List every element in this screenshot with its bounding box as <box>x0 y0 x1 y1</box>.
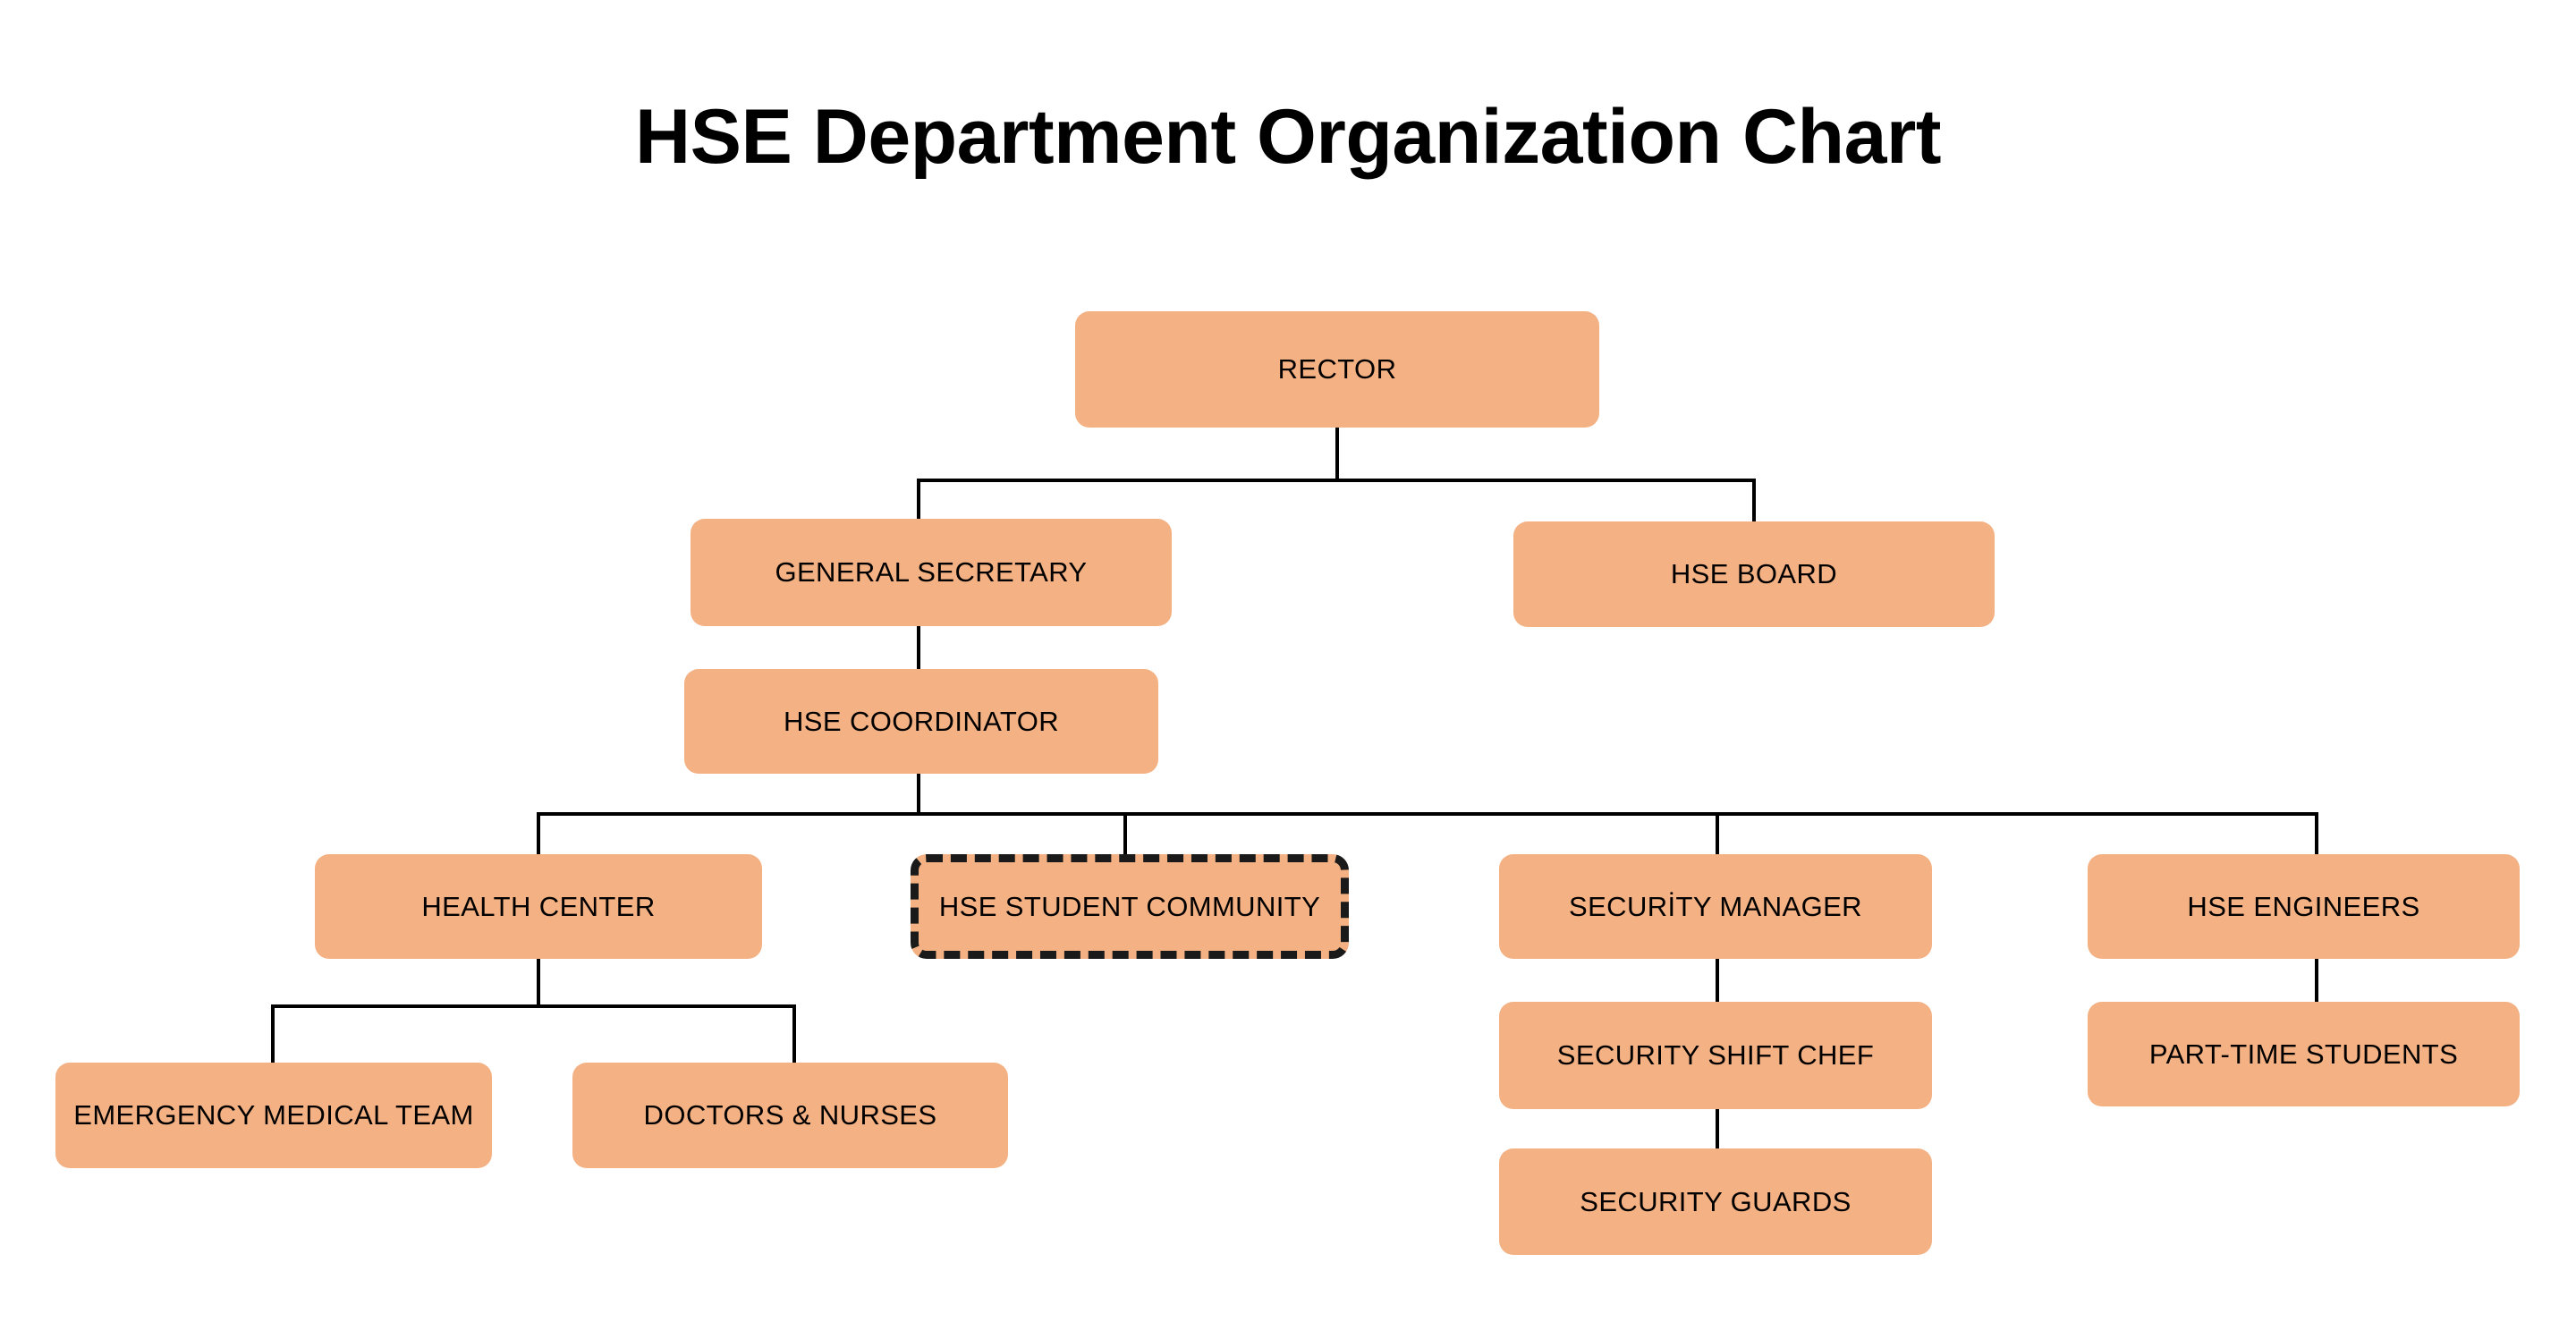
node-hse-student-community-label: HSE STUDENT COMMUNITY <box>938 890 1321 922</box>
node-security-manager[interactable]: SECURİTY MANAGER <box>1499 854 1932 959</box>
node-part-time-students[interactable]: PART-TIME STUDENTS <box>2088 1002 2520 1106</box>
node-security-shift-chef[interactable]: SECURITY SHIFT CHEF <box>1499 1002 1932 1109</box>
node-health-center[interactable]: HEALTH CENTER <box>315 854 762 959</box>
node-health-center-label: HEALTH CENTER <box>421 890 656 922</box>
node-security-guards-label: SECURITY GUARDS <box>1580 1185 1852 1217</box>
node-hse-engineers-label: HSE ENGINEERS <box>2187 890 2420 922</box>
node-general-secretary-label: GENERAL SECRETARY <box>775 556 1088 589</box>
node-doctors-nurses[interactable]: DOCTORS & NURSES <box>572 1063 1008 1168</box>
node-doctors-nurses-label: DOCTORS & NURSES <box>643 1099 937 1131</box>
page-title: HSE Department Organization Chart <box>634 94 1942 180</box>
node-hse-board[interactable]: HSE BOARD <box>1513 521 1995 627</box>
node-security-shift-chef-label: SECURITY SHIFT CHEF <box>1556 1039 1875 1072</box>
node-hse-coordinator-label: HSE COORDINATOR <box>784 705 1059 737</box>
node-hse-student-community[interactable]: HSE STUDENT COMMUNITY <box>911 854 1349 959</box>
node-rector-label: RECTOR <box>1277 353 1397 386</box>
node-hse-coordinator[interactable]: HSE COORDINATOR <box>684 669 1158 774</box>
node-rector[interactable]: RECTOR <box>1075 311 1599 428</box>
node-hse-engineers[interactable]: HSE ENGINEERS <box>2088 854 2520 959</box>
node-security-manager-label: SECURİTY MANAGER <box>1569 890 1862 922</box>
node-part-time-students-label: PART-TIME STUDENTS <box>2148 1038 2459 1070</box>
node-hse-board-label: HSE BOARD <box>1670 558 1838 590</box>
node-emergency-medical-team[interactable]: EMERGENCY MEDICAL TEAM <box>55 1063 492 1168</box>
node-emergency-medical-team-label: EMERGENCY MEDICAL TEAM <box>73 1099 474 1131</box>
node-general-secretary[interactable]: GENERAL SECRETARY <box>691 519 1172 626</box>
node-security-guards[interactable]: SECURITY GUARDS <box>1499 1148 1932 1255</box>
